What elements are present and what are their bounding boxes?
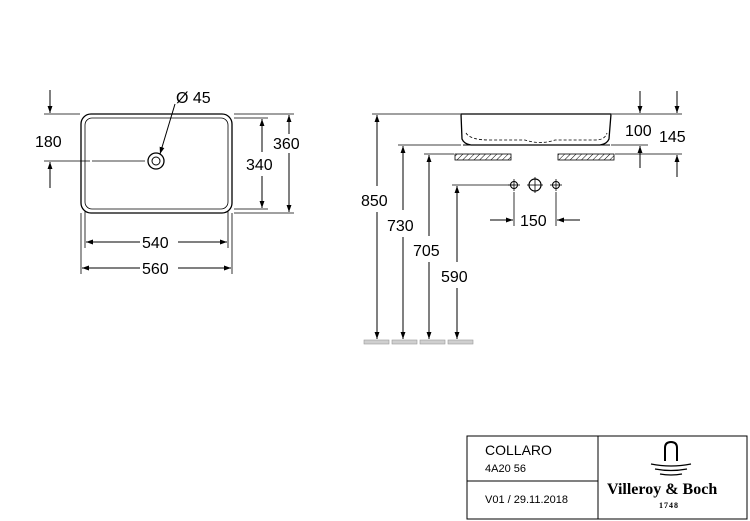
plan-view: Ø 45 180 340 360 540 560 xyxy=(35,90,300,278)
dim-730-label: 730 xyxy=(387,218,414,235)
basin-outline-inner xyxy=(84,117,229,210)
logo-arch-icon xyxy=(664,440,678,461)
dim-145-label: 145 xyxy=(659,129,686,146)
floor-block-705 xyxy=(419,339,446,345)
dim-560-label: 560 xyxy=(142,261,169,278)
dim-340-label: 340 xyxy=(246,157,273,174)
dim-540-label: 540 xyxy=(142,235,169,252)
title-block-frame xyxy=(466,435,748,520)
side-view: 850 730 705 590 xyxy=(361,91,686,345)
hole-leader xyxy=(159,103,176,155)
dim-360-label: 360 xyxy=(273,136,300,153)
dim-850-label: 850 xyxy=(361,193,388,210)
floor-block-590 xyxy=(447,339,474,345)
tap-hole-center xyxy=(527,177,543,193)
title-block: COLLARO 4A20 56 V01 / 29.11.2018 Villero… xyxy=(466,435,748,520)
floor-block-850 xyxy=(363,339,390,345)
drain-hole-inner xyxy=(151,156,161,166)
basin-profile xyxy=(460,113,612,146)
basin-inner-dashed xyxy=(465,132,608,143)
brand-name: Villeroy & Boch xyxy=(607,481,717,498)
dim-180-label: 180 xyxy=(35,134,62,151)
article-number: 4A20 56 xyxy=(485,463,526,475)
countertop-left xyxy=(454,153,512,161)
countertop-right xyxy=(557,153,615,161)
dim-590-label: 590 xyxy=(441,269,468,286)
product-name: COLLARO xyxy=(485,442,552,458)
drain-hole-outer xyxy=(147,152,165,170)
tap-hole-left xyxy=(508,179,520,191)
dim-705-label: 705 xyxy=(413,243,440,260)
dim-100-label: 100 xyxy=(625,123,652,140)
hole-diameter-label: Ø 45 xyxy=(176,90,211,107)
floor-block-730 xyxy=(391,339,418,345)
version-date: V01 / 29.11.2018 xyxy=(485,494,568,506)
basin-outline-outer xyxy=(80,113,233,214)
logo-wave-icon xyxy=(650,463,692,476)
villeroy-boch-logo: Villeroy & Boch 1748 xyxy=(607,440,717,510)
brand-year: 1748 xyxy=(659,501,679,510)
dim-150-label: 150 xyxy=(520,213,547,230)
tap-hole-right xyxy=(550,179,562,191)
